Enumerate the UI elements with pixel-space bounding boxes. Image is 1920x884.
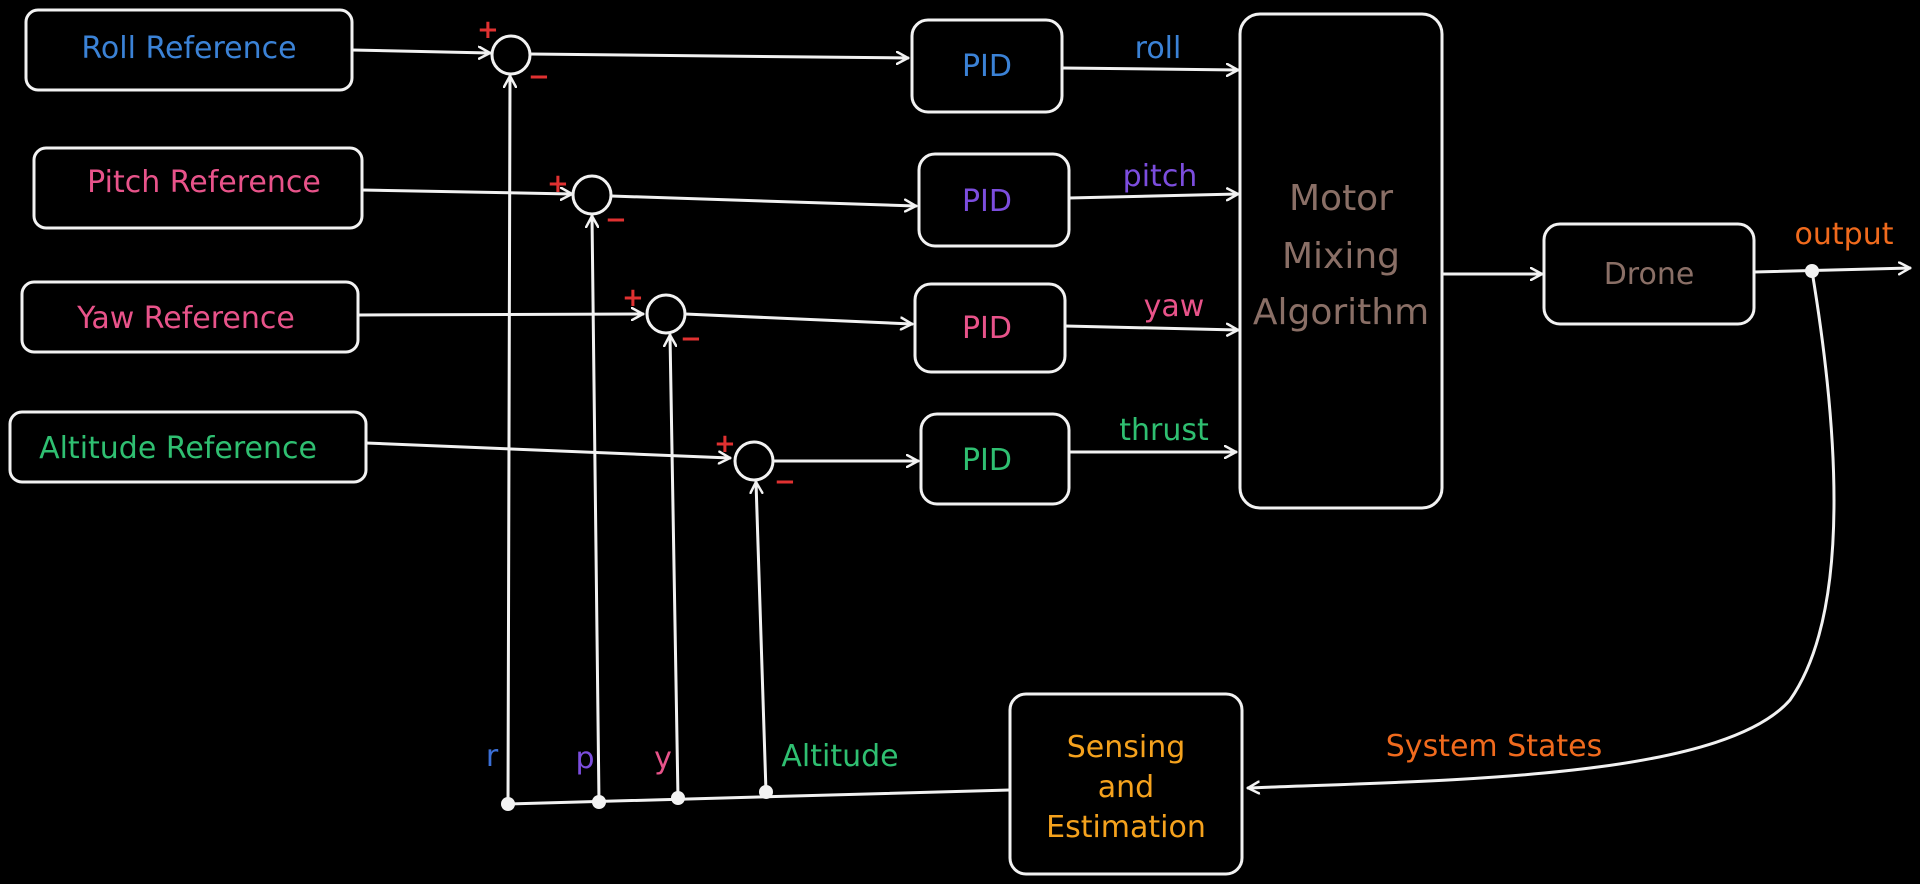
r-feedback-label: r [486,739,499,774]
yaw-signal-label: yaw [1144,289,1205,324]
altitude-pid-label: PID [962,443,1012,478]
yaw-reference-label: Yaw Reference [76,301,295,336]
altitude-reference-label: Altitude Reference [39,431,317,466]
pitch-reference-arrow [360,190,574,194]
motor-mixing-line2: Mixing [1282,236,1400,277]
y-feedback-label: y [654,741,672,776]
motor-mixing-line3: Algorithm [1253,292,1429,333]
yaw-reference-arrow [356,314,645,315]
pitch-command-arrow [1067,194,1240,198]
drone-label: Drone [1604,257,1695,292]
yaw-error-arrow [683,312,914,324]
pitch-feedback-line [592,214,601,804]
system-states-label: System States [1386,729,1602,764]
output-label: output [1795,217,1894,252]
roll-minus-sign: − [528,62,550,92]
thrust-signal-label: thrust [1119,413,1209,448]
pitch-error-arrow [609,194,918,206]
yaw-feedback-line [670,333,680,800]
pitch-plus-sign: + [547,169,569,199]
pitch-pid-label: PID [962,184,1012,219]
yaw-pid-label: PID [962,311,1012,346]
roll-feedback-node [501,797,515,811]
pitch-reference-label: Pitch Reference [87,165,321,200]
roll-reference-label: Roll Reference [81,31,296,66]
roll-command-arrow [1060,68,1240,70]
pitch-pid-box [917,152,1071,248]
motor-mixing-line1: Motor [1289,178,1393,219]
altitude-reference-arrow [364,441,732,458]
drone-box [1542,222,1756,326]
feedback-bus-line [506,788,1012,806]
altitude-summing-junction [733,440,775,482]
yaw-feedback-node [671,791,685,805]
yaw-command-arrow [1063,326,1240,330]
roll-pid-label: PID [962,49,1012,84]
motor-mixing-box [1238,12,1444,510]
sensing-estimation-line1: Sensing [1067,730,1186,765]
pitch-feedback-node [592,795,606,809]
roll-plus-sign: + [477,15,499,45]
sensing-estimation-box [1008,692,1244,876]
roll-signal-label: roll [1135,31,1182,66]
sensing-estimation-line3: Estimation [1046,810,1206,845]
system-states-feedback-line [1246,269,1836,788]
p-feedback-label: p [575,741,594,776]
altitude-reference-box [8,410,368,484]
yaw-plus-sign: + [622,283,644,313]
yaw-reference-box [20,280,360,354]
roll-reference-arrow [350,50,492,53]
roll-error-arrow [528,54,910,58]
yaw-minus-sign: − [680,324,702,354]
pitch-signal-label: pitch [1123,159,1198,194]
altitude-feedback-label: Altitude [781,739,898,774]
yaw-pid-box [913,282,1067,374]
roll-feedback-line [508,74,510,806]
pitch-minus-sign: − [605,205,627,235]
altitude-plus-sign: + [714,429,736,459]
pitch-reference-box [32,146,364,230]
output-arrow [1752,268,1912,272]
altitude-feedback-line [756,480,768,794]
roll-pid-box [910,18,1064,114]
sensing-estimation-line2: and [1098,770,1154,805]
altitude-pid-box [919,412,1071,506]
altitude-minus-sign: − [774,467,796,497]
altitude-feedback-node [759,785,773,799]
